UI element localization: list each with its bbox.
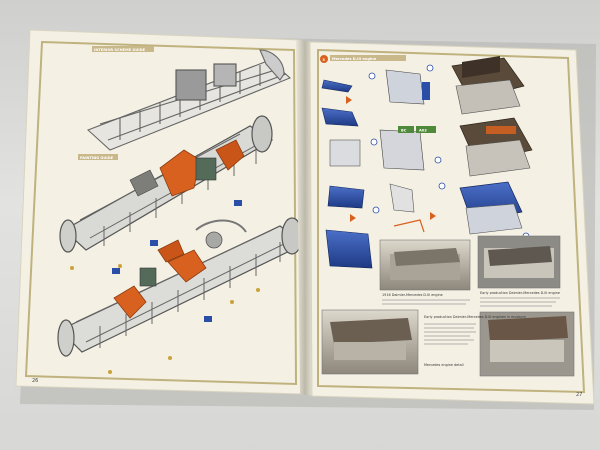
- callout-bc: BC: [401, 129, 407, 133]
- caption-text-lines: [382, 297, 560, 307]
- left-callout-markers: [112, 200, 242, 322]
- right-orange-arrows: [346, 96, 436, 222]
- callout-bc-bg: [398, 126, 414, 133]
- step-number-badge: [320, 55, 328, 63]
- right-page-number: 27: [576, 392, 582, 398]
- booklet-spine: [296, 40, 314, 396]
- left-header-mid: PAINTING GUIDE: [80, 156, 114, 160]
- callout-a03-bg: [416, 126, 436, 133]
- left-header-top-bar: [92, 46, 154, 52]
- callout-a03: A03: [419, 129, 427, 133]
- caption-text-lines-2: [424, 323, 476, 345]
- right-page: 3 Mercedes D.III engine: [309, 41, 595, 405]
- fuselage-frame-top: [86, 49, 292, 151]
- caption-photo-4: Mercedes engine detail: [424, 363, 464, 367]
- engine-render-3-blue: [459, 181, 523, 235]
- engine-render-1: [451, 56, 525, 115]
- caption-photo-3: Early production Daimler-Mercedes D.III …: [424, 315, 526, 319]
- left-header-top: INTERIOR SCHEME GUIDE: [94, 48, 146, 52]
- step-number: 3: [322, 58, 325, 62]
- right-header: Mercedes D.III engine: [332, 57, 377, 61]
- left-header-mid-bar: [78, 154, 118, 160]
- caption-photo-2: Early production Daimler-Mercedes D.III …: [480, 291, 560, 295]
- engine-photo-1: [379, 239, 471, 291]
- left-page-number: 26: [32, 378, 38, 384]
- engine-photo-2: [477, 235, 561, 289]
- caption-photo-1: 1916 Daimler-Mercedes D.III engine: [382, 293, 443, 297]
- right-callout-circles: [368, 64, 530, 240]
- right-header-bar: [330, 55, 406, 61]
- fuselage-middle: [59, 115, 274, 253]
- fuselage-bottom: [57, 217, 306, 357]
- left-page-border: [24, 40, 298, 386]
- engine-render-2: [459, 117, 533, 177]
- engine-photo-4: [479, 311, 575, 377]
- left-paint-dots: [70, 264, 260, 374]
- right-page-border: [317, 48, 586, 394]
- left-page: INTERIOR SCHEME GUIDE PAINTING GUIDE: [15, 29, 306, 395]
- engine-photo-3: [321, 309, 419, 375]
